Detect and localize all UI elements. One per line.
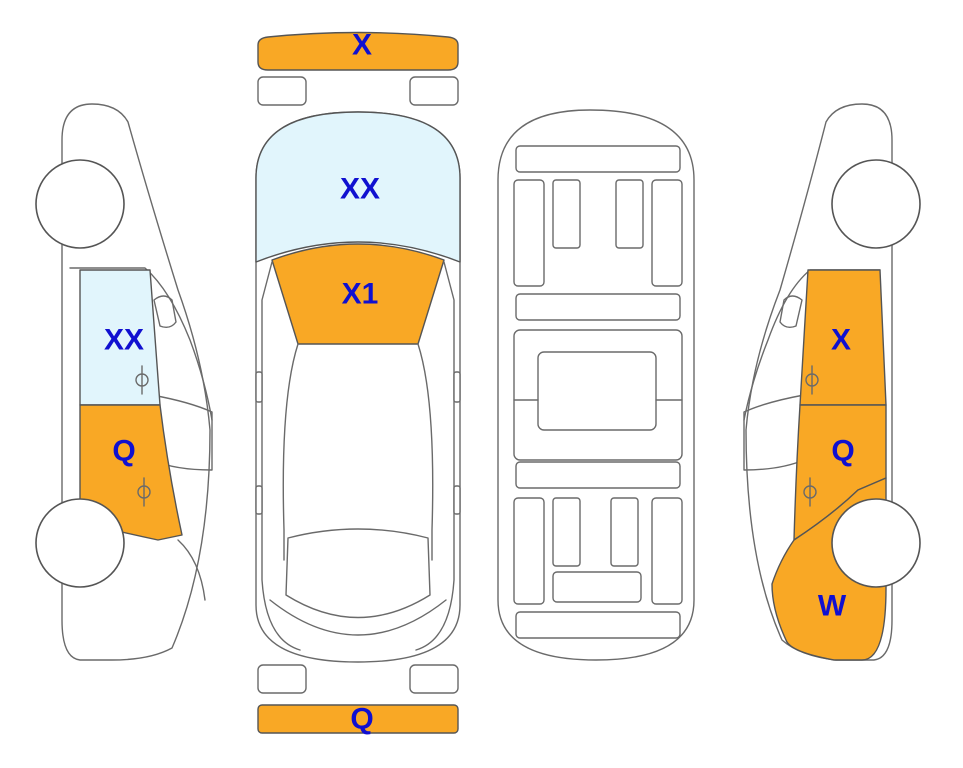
- right-rear-quarter-label: W: [818, 590, 847, 623]
- front-right-light: [409, 76, 459, 106]
- front-left-light: [257, 76, 307, 106]
- car-left-side-view: XX Q: [35, 103, 213, 661]
- right-rear-wheel: [831, 498, 921, 588]
- chassis-rear-right-part: [610, 497, 639, 567]
- chassis-rear-left-part: [552, 497, 581, 567]
- left-side-rear-arc: [177, 539, 206, 601]
- right-side-roof-line: [743, 269, 881, 421]
- front-bumper-group: X: [257, 29, 459, 106]
- left-upper-door-handle: [135, 365, 149, 395]
- car-top-view: XX X1: [255, 111, 461, 663]
- left-rear-wheel: [35, 498, 125, 588]
- chassis-front-crossmember: [515, 145, 681, 173]
- top-right-handle: [453, 485, 461, 515]
- rear-bumper-zone[interactable]: [257, 704, 459, 734]
- chassis-rear-left-rail: [513, 497, 545, 605]
- chassis-rear-bumper-beam: [515, 611, 681, 639]
- rear-bumper-label: Q: [350, 703, 373, 736]
- left-side-roof-line: [69, 267, 213, 421]
- right-side-mirror: [779, 295, 803, 329]
- chassis-floor-pan: [537, 351, 657, 431]
- top-right-mirror: [453, 371, 461, 403]
- top-rear-window: [285, 528, 431, 619]
- hood-zone[interactable]: [271, 243, 445, 345]
- car-right-side-view: X Q W: [743, 103, 921, 661]
- windshield-zone[interactable]: [255, 111, 461, 263]
- top-left-handle: [255, 485, 263, 515]
- top-left-pillar: [261, 261, 301, 651]
- left-side-mirror: [153, 295, 177, 329]
- top-right-pillar: [415, 261, 455, 651]
- hood-label: X1: [342, 278, 379, 311]
- rear-bumper-group: Q: [257, 664, 459, 736]
- rear-left-light: [257, 664, 307, 694]
- top-rear-arc: [269, 599, 447, 636]
- chassis-front-right-rail: [651, 179, 683, 287]
- left-front-wheel: [35, 159, 125, 249]
- right-side-lower-line: [743, 394, 805, 471]
- right-front-wheel: [831, 159, 921, 249]
- chassis-firewall: [515, 293, 681, 321]
- chassis-rear-crossmember: [515, 461, 681, 489]
- right-rear-door-label: Q: [831, 435, 854, 468]
- windshield-label: XX: [340, 173, 380, 206]
- chassis-rear-right-rail: [651, 497, 683, 605]
- car-underbody-view: [497, 109, 695, 661]
- top-right-inner: [417, 343, 434, 561]
- front-bumper-label: X: [352, 29, 372, 62]
- top-left-inner: [282, 343, 299, 561]
- rear-right-light: [409, 664, 459, 694]
- right-upper-door-handle: [805, 365, 819, 395]
- front-bumper-zone[interactable]: [257, 31, 459, 71]
- right-lower-door-handle: [803, 477, 817, 507]
- left-front-window-label: XX: [104, 324, 144, 357]
- chassis-rear-axle: [552, 571, 642, 603]
- top-left-mirror: [255, 371, 263, 403]
- underbody-outline: [497, 109, 695, 661]
- chassis-front-right-part: [615, 179, 644, 249]
- left-lower-door-handle: [137, 477, 151, 507]
- left-front-door-label: Q: [112, 435, 135, 468]
- right-front-door-label: X: [831, 324, 851, 357]
- chassis-front-left-rail: [513, 179, 545, 287]
- chassis-front-left-part: [552, 179, 581, 249]
